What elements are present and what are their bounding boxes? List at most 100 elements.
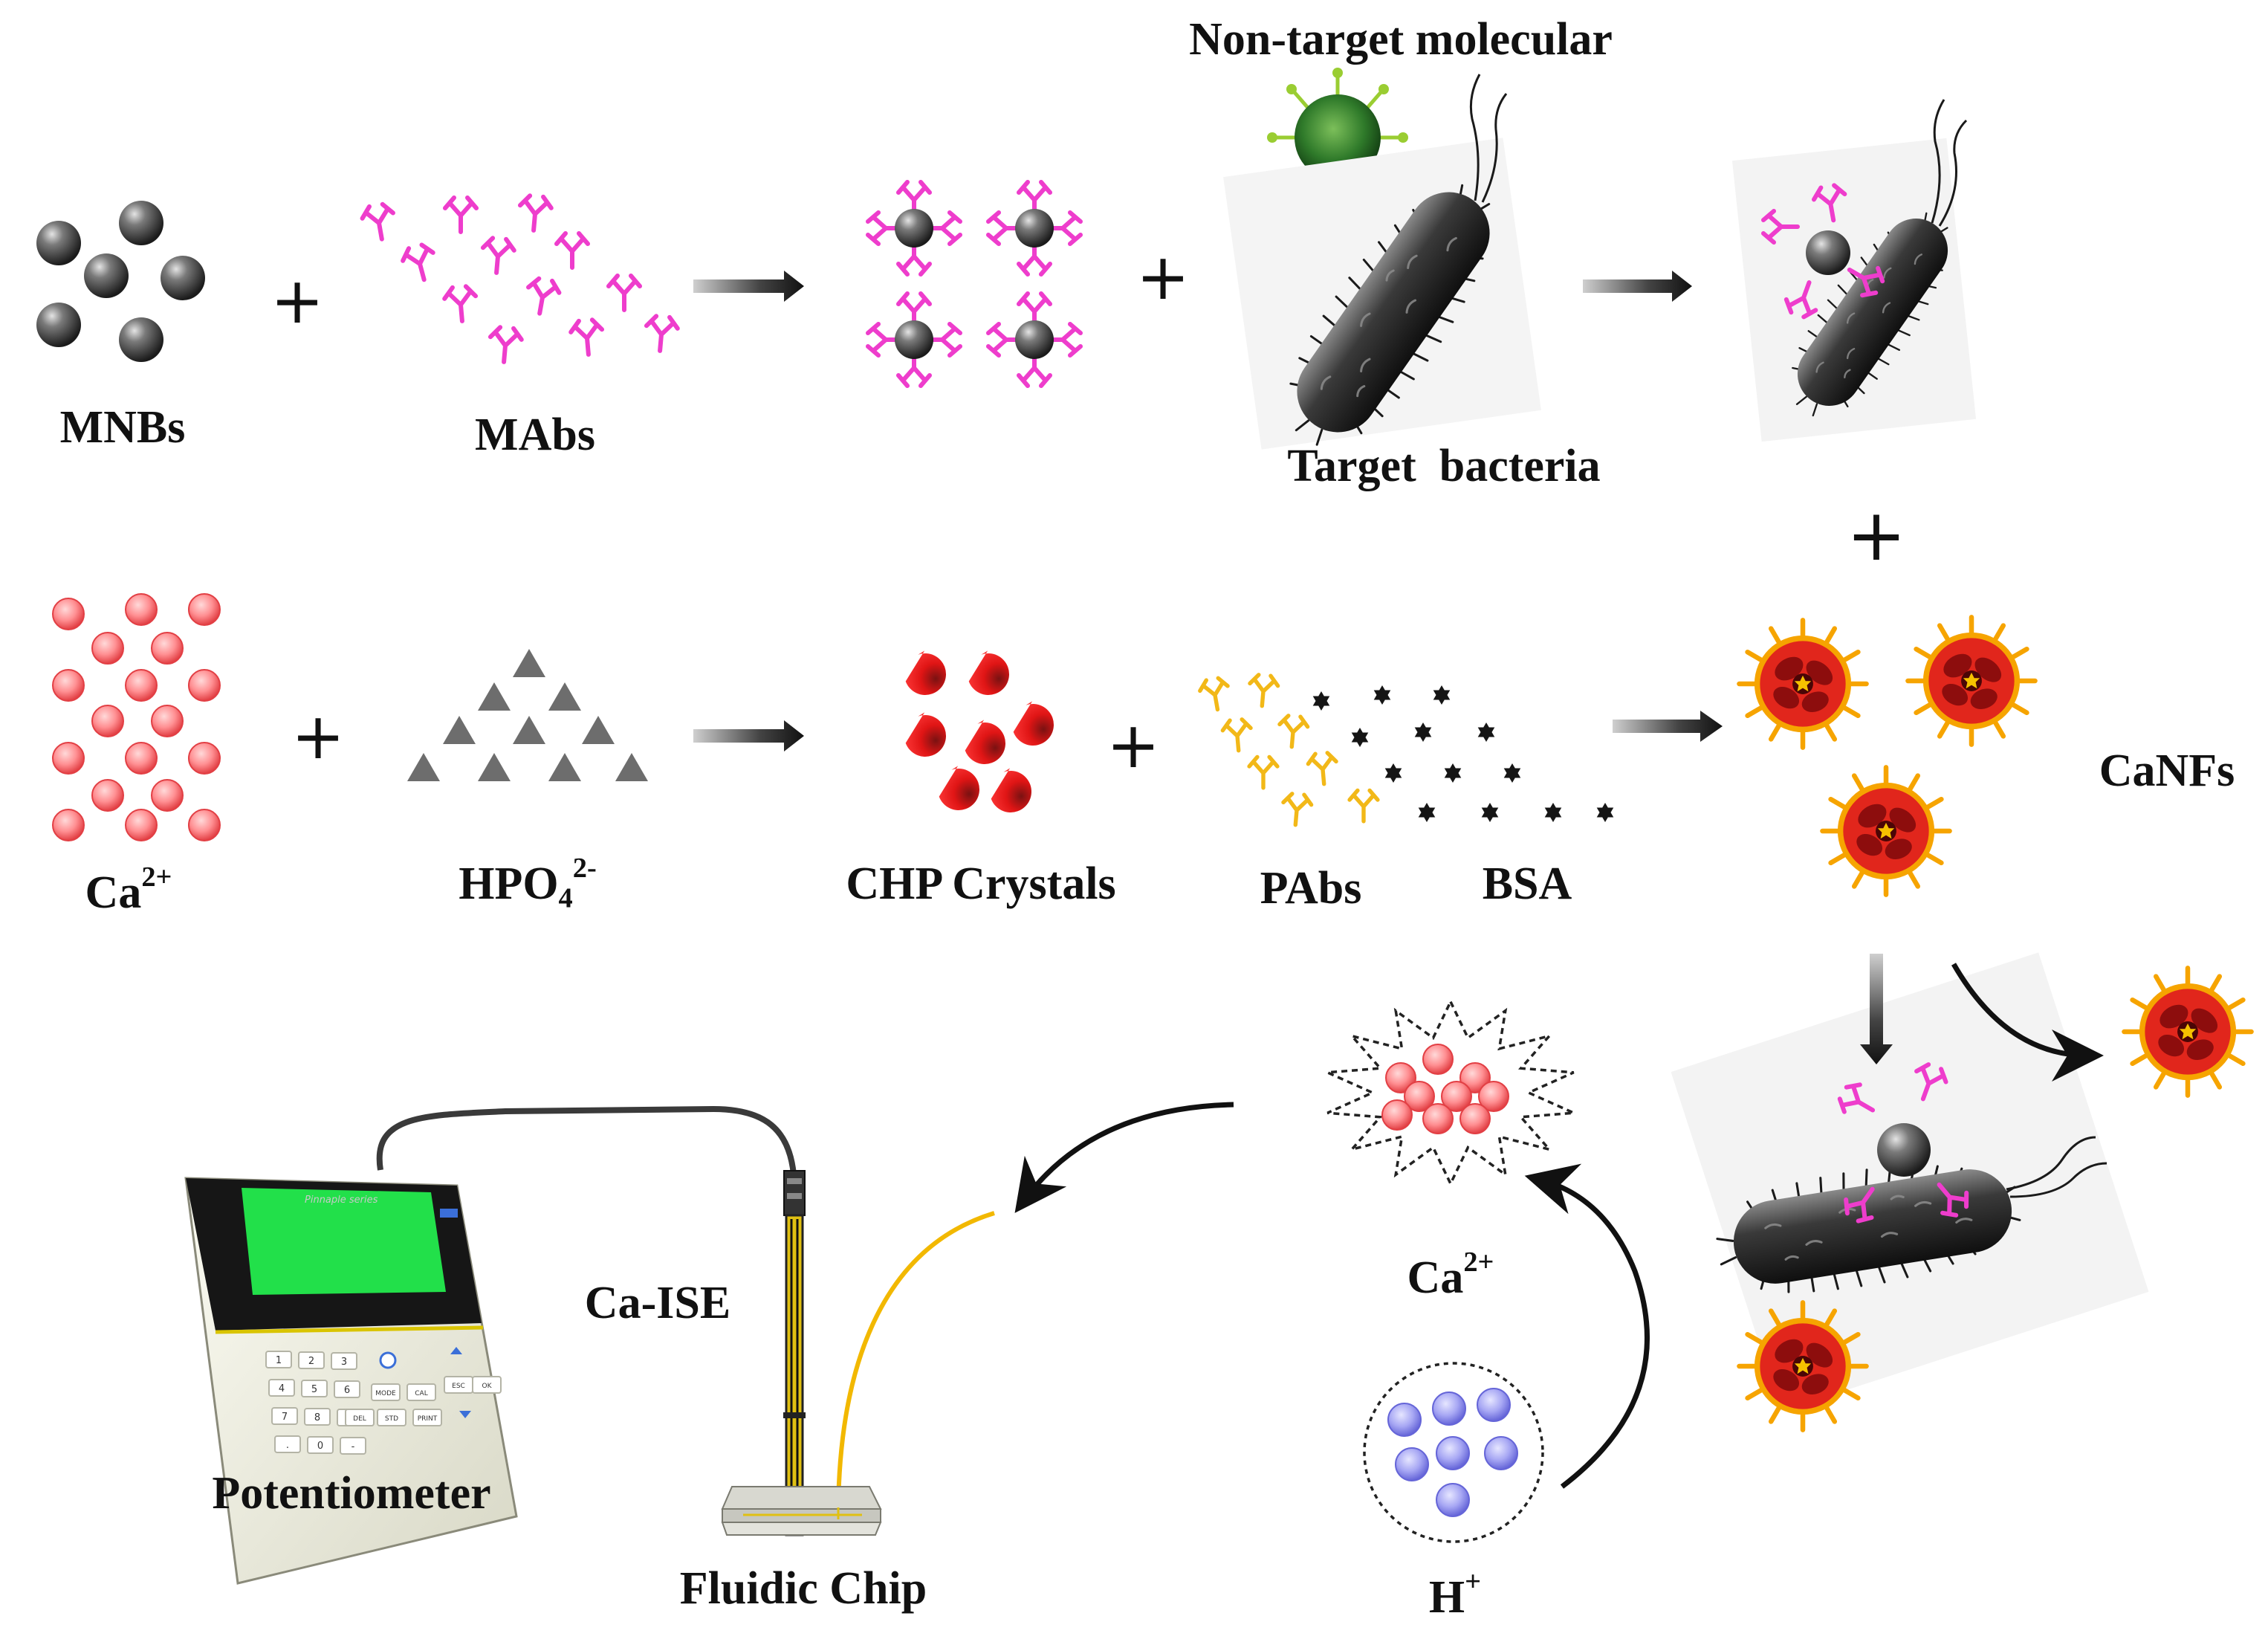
mab-antibody [445,198,476,232]
keypad-key-label: CAL [415,1390,427,1397]
arrow-step1 [693,271,804,302]
keypad-key-label: 1 [276,1355,282,1366]
bsa-molecule [1351,728,1369,747]
mnb-mab-conjugates [868,182,1080,386]
calcium-ion [188,742,221,775]
plus-operator: + [291,699,346,774]
arrow-step2 [1583,271,1692,302]
calcium-ion [125,669,158,702]
proton [1395,1447,1429,1481]
phosphate-ion [443,716,476,744]
mab-antibody [444,285,478,322]
excess-canf [2124,968,2251,1095]
plus-operator: + [1846,494,1907,577]
keypad-key [345,1409,375,1426]
calcium-ion [1381,1099,1413,1131]
keypad-key [472,1376,502,1394]
keypad-key-label: - [351,1441,355,1452]
pabs-cluster [1199,674,1378,827]
immunomagnetic-bead [868,294,960,386]
phosphate-ion [582,716,615,744]
keypad-key-label: DEL [353,1415,366,1423]
keypad-key [340,1437,366,1455]
label-ca-ise: Ca-ISE [584,1278,731,1328]
keypad-key-label: 3 [341,1357,347,1368]
calcium-ion [188,669,221,702]
pab-antibody [1249,757,1277,787]
mab-antibody [518,195,552,231]
label-non-target: Non-target molecular [1189,14,1613,65]
bsa-molecule [1503,763,1521,783]
keypad-key-label: 2 [308,1356,314,1367]
chp-crystal [991,768,1031,812]
keypad-key-label: 4 [279,1383,285,1394]
proton-cluster [1363,1362,1544,1543]
immunomagnetic-bead [868,182,960,274]
proton [1477,1388,1511,1422]
mab-antibody [488,326,522,363]
pab-antibody [1281,793,1312,827]
bsa-molecule [1544,803,1562,822]
proton [1436,1483,1470,1517]
bsa-molecule [1444,763,1462,783]
arrow-step4 [1613,711,1723,742]
calcium-ion [91,632,124,665]
calcium-ion [1404,1081,1435,1112]
calcium-ion [52,742,85,775]
process-arrows [693,271,2104,1489]
fluidic-chip [721,1486,882,1536]
pab-antibody [1277,715,1308,749]
bsa-molecule [1481,803,1499,822]
pab-antibody [1248,674,1278,708]
label-phosphate: HPO42- [459,853,597,914]
label-mnbs: MNBs [59,402,186,453]
electrode-cable [376,1105,797,1175]
keypad-key-label: 0 [317,1441,323,1452]
label-mabs: MAbs [475,410,595,460]
keypad-key [298,1351,325,1369]
keypad-key-label: 7 [282,1412,288,1423]
immunomagnetic-bead [1763,184,1887,320]
pab-antibody [1222,719,1252,752]
chp-crystal-cluster [905,650,1054,812]
released-calcium-burst [1326,998,1575,1187]
canf-particle [1739,620,1866,747]
keypad-key-label: STD [385,1415,398,1423]
calcium-ion [151,705,184,737]
bsa-molecule [1433,685,1451,705]
mnb-particle [84,253,129,298]
bsa-molecule [1373,685,1391,705]
mabs-cluster [360,195,678,363]
mnb-particle [119,201,163,245]
label-canfs: CaNFs [2099,746,2235,796]
label-calcium-ion: Ca2+ [85,862,172,918]
ca-ise-electrode [783,1170,806,1536]
calcium-ion [1459,1103,1491,1134]
calcium-ion-cluster [52,593,221,841]
mnb-particle [161,256,205,300]
chp-crystal [905,650,946,695]
mnb-particle [1015,209,1054,248]
calcium-ion [1441,1081,1472,1112]
arrow-detect [1014,1102,1234,1213]
arrow-step3 [693,720,804,751]
phosphate-ion [548,682,581,711]
keypad-key-label: . [286,1440,289,1451]
keypad-key-label: MODE [375,1390,396,1397]
mab-antibody [360,203,397,242]
calcium-ion [52,809,85,841]
pab-antibody [1307,752,1338,786]
arrow-dissolve [1524,1163,1650,1489]
potentiometer-device: Pinnaple series 123456789.0-MODECALDELST… [184,1177,518,1585]
proton [1432,1392,1466,1426]
keypad-key [265,1351,292,1368]
mab-antibody [609,276,640,310]
calcium-ion [91,705,124,737]
label-chp-crystals: CHP Crystals [846,859,1116,909]
arrow-down-icon [459,1411,471,1418]
immunomagnetic-bead [1836,1061,1973,1226]
calcium-ion [52,598,85,630]
chp-crystal [939,766,979,810]
